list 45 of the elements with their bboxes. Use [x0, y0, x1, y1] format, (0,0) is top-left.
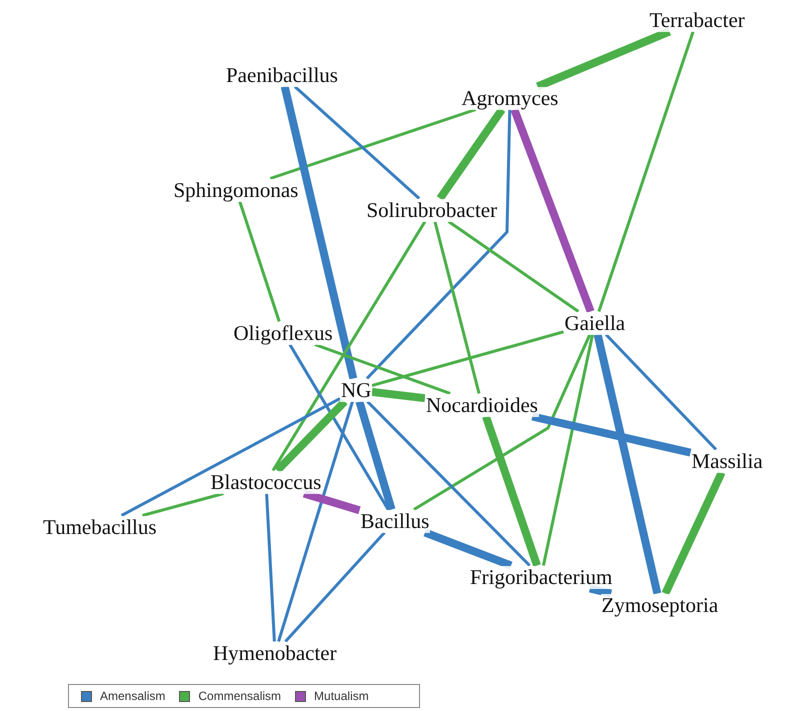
node-label: NG: [340, 378, 372, 402]
connector-line: [597, 31, 695, 312]
connector-line: [280, 86, 358, 380]
connector-line: [662, 470, 726, 596]
legend-label: Commensalism: [198, 689, 282, 703]
connector-line: [366, 109, 512, 380]
node-label: Blastococcus: [210, 470, 322, 494]
legend-label: Amensalism: [100, 689, 166, 703]
connector-line: [372, 388, 426, 402]
connector-line: [265, 493, 276, 642]
connector-line: [142, 492, 224, 517]
node-label: Hymenobacter: [212, 642, 338, 664]
connector-line: [270, 108, 476, 180]
node-label: Sphingomonas: [172, 178, 300, 202]
node-label: Agromyces: [460, 86, 560, 110]
connector-line: [413, 334, 592, 511]
connector-line: [274, 398, 348, 474]
connector-line: [366, 400, 531, 567]
connector-line: [120, 397, 341, 517]
connector-line: [510, 108, 594, 313]
connector-line: [294, 85, 420, 200]
legend-label: Mutualism: [314, 689, 369, 703]
connector-line: [238, 201, 281, 322]
node-label: Frigoribacterium: [469, 566, 614, 588]
connector-line: [356, 400, 396, 511]
node-label: Gaiella: [564, 312, 626, 334]
node-label: Nocardioides: [425, 394, 539, 416]
connector-line: [288, 344, 390, 510]
connector-line: [531, 412, 692, 457]
connector-line: [284, 531, 386, 643]
connector-line: [277, 401, 354, 642]
node-label: Zymoseptoria: [600, 594, 720, 616]
connector-line: [482, 415, 541, 567]
connector-line: [436, 107, 506, 201]
connector-line: [314, 343, 451, 395]
node-label: Massilia: [690, 450, 764, 472]
node-label: Bacillus: [360, 510, 430, 532]
connector-line: [372, 330, 564, 387]
connector-line: [604, 333, 718, 451]
connector-line: [272, 220, 426, 472]
connector-line: [542, 334, 594, 566]
connector-line: [434, 221, 480, 394]
node-label: Solirubrobacter: [366, 198, 498, 222]
connector-line: [448, 220, 580, 313]
connector-line: [594, 334, 662, 594]
